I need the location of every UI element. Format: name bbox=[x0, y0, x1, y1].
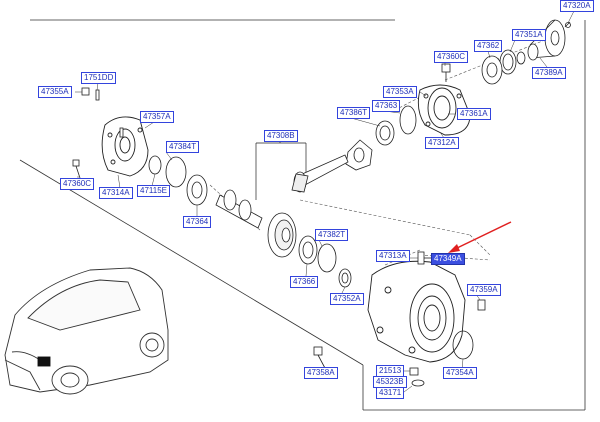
callout-47382T[interactable]: 47382T bbox=[315, 229, 349, 241]
callout-47308B[interactable]: 47308B bbox=[264, 130, 298, 142]
callout-47359A[interactable]: 47359A bbox=[467, 284, 501, 296]
callout-47312A[interactable]: 47312A bbox=[425, 137, 459, 149]
callout-47357A[interactable]: 47357A bbox=[140, 111, 174, 123]
callout-47355A[interactable]: 47355A bbox=[38, 86, 72, 98]
callout-47363[interactable]: 47363 bbox=[372, 100, 401, 112]
callout-47354A[interactable]: 47354A bbox=[443, 367, 477, 379]
callout-47362[interactable]: 47362 bbox=[474, 40, 503, 52]
highlight-arrow bbox=[448, 221, 512, 253]
callout-47314A[interactable]: 47314A bbox=[99, 187, 133, 199]
callout-47115E[interactable]: 47115E bbox=[137, 185, 170, 197]
callout-47360C-left[interactable]: 47360C bbox=[60, 178, 95, 190]
callout-47352A[interactable]: 47352A bbox=[330, 293, 364, 305]
callout-47353A[interactable]: 47353A bbox=[383, 86, 417, 98]
callout-47358A[interactable]: 47358A bbox=[304, 367, 338, 379]
callout-43171[interactable]: 43171 bbox=[376, 387, 405, 399]
callout-1751DD[interactable]: 1751DD bbox=[81, 72, 117, 84]
callout-47320A[interactable]: 47320A bbox=[560, 0, 594, 12]
callout-47313A[interactable]: 47313A bbox=[376, 250, 410, 262]
callout-47364[interactable]: 47364 bbox=[183, 216, 212, 228]
callout-47389A[interactable]: 47389A bbox=[532, 67, 566, 79]
callout-47366[interactable]: 47366 bbox=[290, 276, 319, 288]
callout-47386T[interactable]: 47386T bbox=[337, 107, 371, 119]
callout-47349A-highlighted[interactable]: 47349A bbox=[431, 253, 465, 265]
callout-47361A[interactable]: 47361A bbox=[457, 108, 491, 120]
callout-47384T[interactable]: 47384T bbox=[166, 141, 200, 153]
callout-47360C-right[interactable]: 47360C bbox=[434, 51, 469, 63]
vehicle-silhouette bbox=[4, 267, 169, 395]
callout-47351A[interactable]: 47351A bbox=[512, 29, 546, 41]
